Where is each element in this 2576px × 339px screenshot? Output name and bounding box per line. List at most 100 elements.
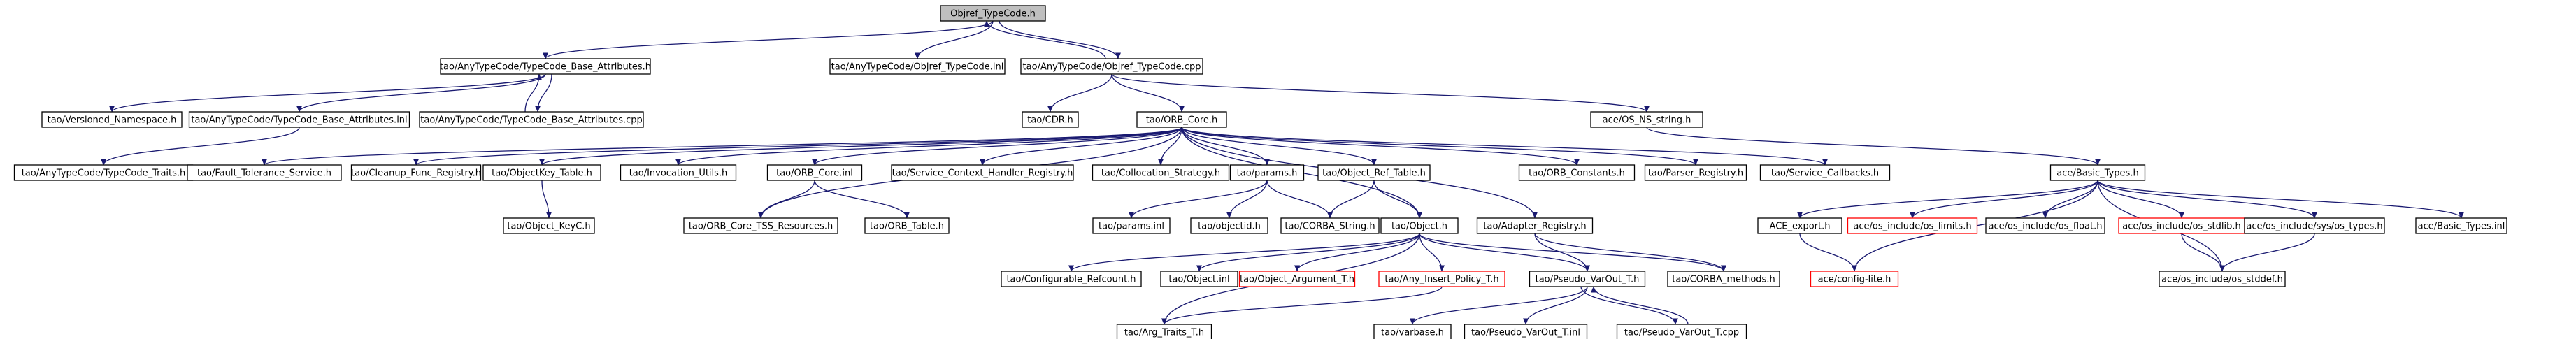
- edge-orb_core_h-to-service_ctx: [980, 127, 1182, 166]
- node-parser-reg[interactable]: tao/Parser_Registry.h: [1644, 164, 1747, 181]
- node-box: [1238, 271, 1356, 287]
- node-collocation[interactable]: tao/Collocation_Strategy.h: [1092, 164, 1230, 181]
- node-objref-inl[interactable]: tao/AnyTypeCode/Objref_TypeCode.inl: [829, 58, 1006, 75]
- node-params-h[interactable]: tao/params.h: [1229, 164, 1305, 181]
- node-params-inl[interactable]: tao/params.inl: [1092, 217, 1171, 234]
- node-corba-string[interactable]: tao/CORBA_String.h: [1280, 217, 1380, 234]
- node-layer: Objref_TypeCode.h tao/AnyTypeCode/TypeCod…: [13, 5, 2507, 339]
- node-box: [188, 111, 410, 128]
- edge-objref_h-to-objref_cpp: [999, 20, 1121, 59]
- node-os-types[interactable]: ace/os_include/sys/os_types.h: [2244, 217, 2385, 234]
- node-object-inl[interactable]: tao/Object.inl: [1160, 271, 1238, 287]
- node-fault-tol[interactable]: tao/Fault_Tolerance_Service.h: [187, 164, 342, 181]
- node-box: [1190, 217, 1268, 234]
- node-box: [1616, 324, 1747, 339]
- node-cleanup-func[interactable]: tao/Cleanup_Func_Registry.h: [350, 164, 482, 181]
- node-config-lite[interactable]: ace/config-lite.h: [1810, 271, 1899, 287]
- node-os-ns-string[interactable]: ace/OS_NS_string.h: [1590, 111, 1703, 128]
- node-any-insert[interactable]: tao/Any_Insert_Policy_T.h: [1378, 271, 1505, 287]
- node-object-arg[interactable]: tao/Object_Argument_T.h: [1238, 271, 1356, 287]
- node-basic-types[interactable]: ace/Basic_Types.h: [2049, 164, 2146, 181]
- node-label: tao/Object_KeyC.h: [507, 222, 590, 232]
- node-tss-resources[interactable]: tao/ORB_Core_TSS_Resources.h: [683, 217, 838, 234]
- node-label: tao/AnyTypeCode/TypeCode_Traits.h: [22, 168, 186, 179]
- edge-line: [1181, 127, 1377, 166]
- edge-line: [1419, 233, 1726, 272]
- edge-pseudo_varout_cpp-to-pseudo_varout: [1591, 286, 1689, 325]
- node-arg-traits[interactable]: tao/Arg_Traits_T.h: [1116, 324, 1212, 339]
- node-varbase[interactable]: tao/varbase.h: [1373, 324, 1452, 339]
- edge-line: [296, 73, 546, 113]
- node-base-attr-inl[interactable]: tao/AnyTypeCode/TypeCode_Base_Attributes…: [188, 111, 410, 128]
- node-label: ace/os_include/os_limits.h: [1853, 222, 1971, 232]
- node-label: tao/ORB_Core.h: [1146, 115, 1218, 126]
- edge-line: [1047, 73, 1112, 113]
- node-label: tao/varbase.h: [1381, 328, 1444, 338]
- node-pseudo-varout-inl[interactable]: tao/Pseudo_VarOut_T.inl: [1464, 324, 1588, 339]
- node-invocation-utils[interactable]: tao/Invocation_Utils.h: [620, 164, 737, 181]
- node-box: [1001, 271, 1142, 287]
- node-os-stddef[interactable]: ace/os_include/os_stddef.h: [2159, 271, 2286, 287]
- node-objectid[interactable]: tao/objectid.h: [1190, 217, 1268, 234]
- node-base-attr-cpp[interactable]: tao/AnyTypeCode/TypeCode_Base_Attributes…: [419, 111, 644, 128]
- node-orb-core-inl[interactable]: tao/ORB_Core.inl: [766, 164, 863, 181]
- edge-line: [1373, 180, 1422, 219]
- node-ace-export[interactable]: ACE_export.h: [1757, 217, 1842, 234]
- node-objectkey-table[interactable]: tao/ObjectKey_Table.h: [482, 164, 601, 181]
- node-label: tao/ORB_Table.h: [870, 222, 944, 232]
- node-service-ctx[interactable]: tao/Service_Context_Handler_Registry.h: [891, 164, 1074, 181]
- node-object-h[interactable]: tao/Object.h: [1380, 217, 1459, 234]
- edge-orb_core_h-to-cleanup_func: [413, 127, 1182, 166]
- node-box: [1759, 164, 1891, 181]
- edge-os_ns_string-to-basic_types: [1646, 127, 2101, 166]
- node-os-stdlib[interactable]: ace/os_include/os_stdlib.h: [2118, 217, 2245, 234]
- node-versioned-ns[interactable]: tao/Versioned_Namespace.h: [41, 111, 183, 128]
- edge-basic_types-to-ace_export: [1797, 180, 2098, 219]
- node-box: [1476, 217, 1594, 234]
- node-label: ace/os_include/os_stdlib.h: [2122, 222, 2240, 232]
- node-box: [1229, 164, 1305, 181]
- node-basic-types-inl[interactable]: ace/Basic_Types.inl: [2415, 217, 2507, 234]
- node-corba-methods[interactable]: tao/CORBA_methods.h: [1667, 271, 1780, 287]
- node-box: [1136, 111, 1227, 128]
- edge-objref_cpp-to-cdr_h: [1047, 73, 1112, 113]
- node-orb-constants[interactable]: tao/ORB_Constants.h: [1518, 164, 1636, 181]
- node-objref-h[interactable]: Objref_TypeCode.h: [940, 5, 1046, 22]
- node-objref-cpp[interactable]: tao/AnyTypeCode/Objref_TypeCode.cpp: [1020, 58, 1203, 75]
- node-object-keyc[interactable]: tao/Object_KeyC.h: [503, 217, 595, 234]
- edge-line: [543, 20, 994, 59]
- node-orb-table[interactable]: tao/ORB_Table.h: [864, 217, 950, 234]
- node-label: tao/Arg_Traits_T.h: [1124, 328, 1204, 338]
- node-box: [1590, 111, 1703, 128]
- node-typecode-traits[interactable]: tao/AnyTypeCode/TypeCode_Traits.h: [13, 164, 194, 181]
- node-pseudo-varout-cpp[interactable]: tao/Pseudo_VarOut_T.cpp: [1616, 324, 1747, 339]
- node-os-limits[interactable]: ace/os_include/os_limits.h: [1847, 217, 1978, 234]
- edge-any_insert-to-arg_traits: [1161, 286, 1443, 325]
- node-os-float[interactable]: ace/os_include/os_float.h: [1985, 217, 2105, 234]
- node-cdr-h[interactable]: tao/CDR.h: [1022, 111, 1079, 128]
- edge-line: [980, 127, 1182, 166]
- node-label: tao/Pseudo_VarOut_T.h: [1536, 275, 1640, 285]
- edge-object_h-to-pseudo_varout: [1419, 233, 1590, 272]
- node-base-attr-h[interactable]: tao/AnyTypeCode/TypeCode_Base_Attributes…: [440, 58, 651, 75]
- node-pseudo-varout[interactable]: tao/Pseudo_VarOut_T.h: [1529, 271, 1646, 287]
- edge-line: [101, 127, 300, 166]
- node-label: tao/ObjectKey_Table.h: [492, 168, 592, 179]
- edge-orb_core_h-to-fault_tol: [262, 127, 1182, 166]
- node-objref-table[interactable]: tao/Object_Ref_Table.h: [1317, 164, 1431, 181]
- node-orb-core-h[interactable]: tao/ORB_Core.h: [1136, 111, 1227, 128]
- node-adapter-reg[interactable]: tao/Adapter_Registry.h: [1476, 217, 1594, 234]
- node-label: tao/objectid.h: [1198, 222, 1261, 232]
- node-conf-refcount[interactable]: tao/Configurable_Refcount.h: [1001, 271, 1142, 287]
- edge-os_types-to-os_stddef: [2219, 233, 2315, 272]
- edge-objref_cpp-to-orb_core_h: [1111, 73, 1185, 113]
- node-label: tao/ORB_Core_TSS_Resources.h: [689, 222, 833, 232]
- edge-line: [1294, 233, 1420, 272]
- node-label: tao/params.h: [1237, 168, 1298, 179]
- node-box: [350, 164, 482, 181]
- node-label: ace/Basic_Types.inl: [2418, 222, 2505, 232]
- edge-pseudo_varout-to-varbase: [1410, 286, 1588, 325]
- node-label: tao/Pseudo_VarOut_T.cpp: [1624, 328, 1739, 338]
- node-service-callbacks[interactable]: tao/Service_Callbacks.h: [1759, 164, 1891, 181]
